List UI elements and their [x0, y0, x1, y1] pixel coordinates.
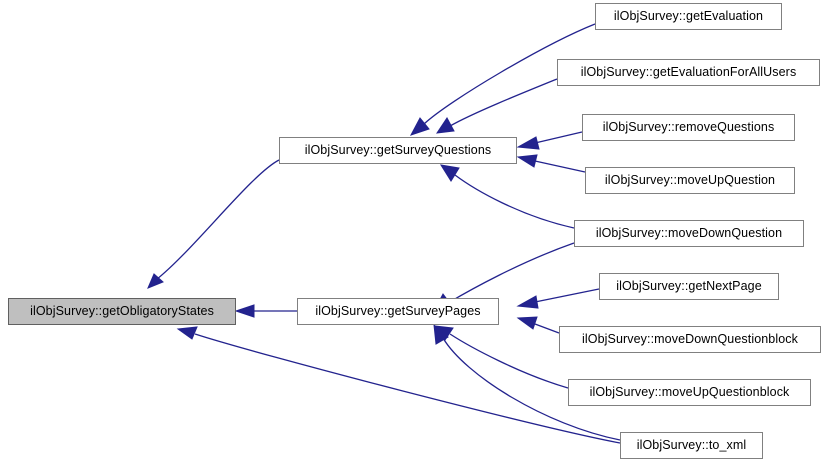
graph-node-moveUpQuestion[interactable]: ilObjSurvey::moveUpQuestion [585, 167, 795, 194]
arrowhead [516, 316, 538, 330]
edge-moveUpQuestion-to-getSurveyQuestions [516, 154, 586, 173]
graph-node-label: ilObjSurvey::getEvaluationForAllUsers [580, 65, 797, 80]
arrowhead [147, 273, 164, 289]
graph-node-removeQuestions[interactable]: ilObjSurvey::removeQuestions [582, 114, 795, 141]
graph-node-moveDownQuestionblock[interactable]: ilObjSurvey::moveDownQuestionblock [559, 326, 821, 353]
edge-getEvaluationForAllUsers-to-getSurveyQuestions [435, 78, 558, 134]
edge-to_xml-to-getSurveyPages [433, 323, 621, 441]
graph-node-getSurveyPages[interactable]: ilObjSurvey::getSurveyPages [297, 298, 499, 325]
arrowhead [234, 304, 255, 318]
graph-node-getNextPage[interactable]: ilObjSurvey::getNextPage [599, 273, 779, 300]
arrowhead [176, 326, 198, 340]
edge-getSurveyPages-to-getObligatoryStates [234, 304, 297, 318]
graph-node-label: ilObjSurvey::getSurveyPages [315, 304, 481, 319]
graph-node-getObligatoryStates[interactable]: ilObjSurvey::getObligatoryStates [8, 298, 236, 325]
edge-moveUpQuestionblock-to-getSurveyPages [433, 325, 569, 389]
graph-node-label: ilObjSurvey::getSurveyQuestions [304, 143, 492, 158]
arrowhead [435, 117, 455, 134]
arrowhead [516, 136, 540, 150]
graph-node-getEvaluation[interactable]: ilObjSurvey::getEvaluation [595, 3, 782, 30]
graph-node-label: ilObjSurvey::getObligatoryStates [30, 304, 214, 319]
graph-node-label: ilObjSurvey::getEvaluation [613, 9, 764, 24]
edge-moveDownQuestion-to-getSurveyQuestions [439, 164, 575, 229]
edge-removeQuestions-to-getSurveyQuestions [516, 131, 583, 150]
graph-node-to_xml[interactable]: ilObjSurvey::to_xml [620, 432, 763, 459]
graph-node-moveDownQuestion[interactable]: ilObjSurvey::moveDownQuestion [574, 220, 804, 247]
graph-node-label: ilObjSurvey::moveUpQuestion [604, 173, 776, 188]
graph-node-moveUpQuestionblock[interactable]: ilObjSurvey::moveUpQuestionblock [568, 379, 811, 406]
graph-node-getSurveyQuestions[interactable]: ilObjSurvey::getSurveyQuestions [279, 137, 517, 164]
graph-node-label: ilObjSurvey::moveDownQuestionblock [582, 332, 798, 347]
arrowhead [439, 164, 460, 182]
edge-to_xml-to-getObligatoryStates [176, 326, 621, 444]
arrowhead [409, 117, 430, 136]
edge-getEvaluation-to-getSurveyQuestions [409, 23, 596, 136]
graph-node-label: ilObjSurvey::moveDownQuestion [595, 226, 783, 241]
graph-node-label: ilObjSurvey::moveUpQuestionblock [589, 385, 790, 400]
graph-node-label: ilObjSurvey::removeQuestions [602, 120, 775, 135]
graph-node-label: ilObjSurvey::getNextPage [616, 279, 762, 294]
arrowhead [516, 154, 538, 168]
graph-node-getEvaluationForAllUsers[interactable]: ilObjSurvey::getEvaluationForAllUsers [557, 59, 820, 86]
arrowhead [516, 295, 539, 309]
edge-moveDownQuestionblock-to-getSurveyPages [516, 316, 560, 334]
arrowhead [433, 323, 449, 345]
graph-node-label: ilObjSurvey::to_xml [636, 438, 747, 453]
edge-getNextPage-to-getSurveyPages [516, 288, 600, 309]
edge-getSurveyQuestions-to-getObligatoryStates [147, 159, 280, 289]
